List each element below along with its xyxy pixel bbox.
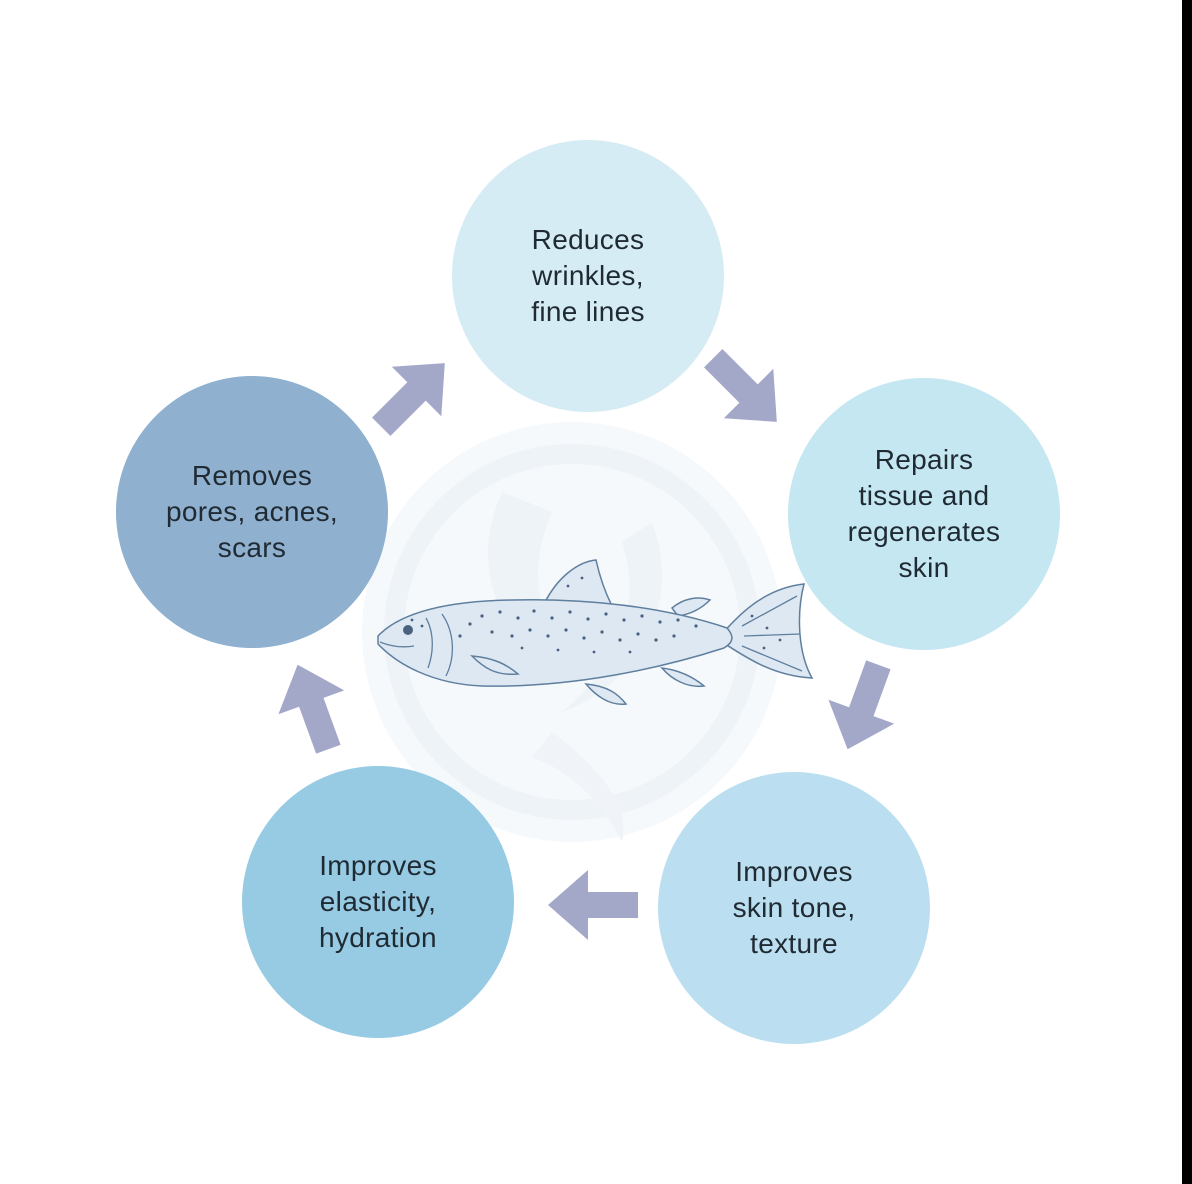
fish-spots [410,576,782,654]
arrow-icon [278,664,345,754]
arrow-icon [703,348,777,422]
node-repairs-tissue: Repairs tissue and regenerates skin [788,378,1060,650]
node-improves-elasticity: Improves elasticity, hydration [242,766,514,1038]
node-reduces-wrinkles: Reduces wrinkles, fine lines [452,140,724,412]
arrow-shape [828,660,895,750]
node-improves-skin-tone: Improves skin tone, texture [658,772,930,1044]
node-label: Improves elasticity, hydration [319,850,437,953]
arrow-icon [548,870,638,940]
arrow-icon [828,660,895,750]
arrow-shape [703,348,777,422]
node-label: Repairs tissue and regenerates skin [847,444,1001,583]
node-removes-pores: Removes pores, acnes, scars [116,376,388,648]
node-label: Improves skin tone, texture [732,856,856,959]
salmon-fish-icon [377,559,814,705]
arrow-shape [548,870,638,940]
arrow-icon [371,363,445,437]
arrow-shape [278,664,345,754]
arrow-shape [371,363,445,437]
fish-body-group [377,559,814,705]
node-label: Reduces wrinkles, fine lines [531,224,645,327]
node-label: Removes pores, acnes, scars [166,460,338,563]
